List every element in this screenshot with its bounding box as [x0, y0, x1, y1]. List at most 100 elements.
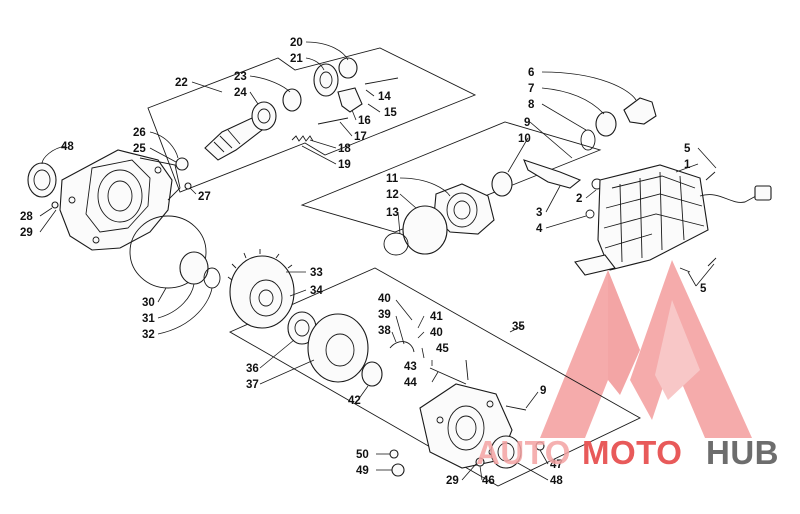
part-housing-26 — [59, 149, 181, 251]
callout-22: 22 — [175, 77, 188, 89]
callout-49: 49 — [356, 465, 369, 477]
part-oring-13 — [383, 232, 409, 256]
callout-8: 8 — [528, 99, 535, 111]
callout-1: 1 — [684, 159, 691, 171]
part-seal-42 — [361, 361, 383, 387]
callout-39: 39 — [378, 309, 391, 321]
callout-45: 45 — [436, 343, 449, 355]
part-washer-50 — [389, 449, 399, 459]
logo-triangle-inner — [655, 300, 700, 400]
part-spring-18 — [291, 135, 314, 142]
callout-26: 26 — [133, 127, 146, 139]
part-bolt-5a — [705, 171, 716, 181]
part-seal-7 — [595, 111, 617, 137]
callout-5-bottom: 5 — [700, 283, 707, 295]
callout-3: 3 — [536, 207, 542, 219]
callout-28: 28 — [20, 211, 33, 223]
callout-17: 17 — [354, 131, 367, 143]
callout-35: 35 — [512, 321, 525, 333]
callout-2: 2 — [576, 193, 582, 205]
callout-43: 43 — [404, 361, 417, 373]
callout-21: 21 — [290, 53, 303, 65]
part-clip-39 — [389, 341, 415, 353]
watermark-text: AUTO MOTO HUB — [476, 434, 779, 471]
callout-48-bottom: 48 — [550, 475, 563, 487]
watermark-word-moto: MOTO — [582, 434, 682, 471]
part-shaft-44 — [429, 367, 467, 385]
part-bearing-24 — [251, 101, 277, 131]
callout-29-bottom: 29 — [446, 475, 459, 487]
callout-10: 10 — [518, 133, 531, 145]
watermark-logo — [540, 260, 752, 438]
callout-46: 46 — [482, 475, 495, 487]
callout-31: 31 — [142, 313, 155, 325]
callout-11: 11 — [386, 173, 399, 185]
leader-lines — [39, 41, 717, 481]
part-fork-16 — [337, 87, 363, 113]
watermark-word-hub: HUB — [706, 434, 779, 471]
callout-14: 14 — [378, 91, 391, 103]
part-bearing-36-inner — [294, 319, 310, 337]
callout-40-bottom: 40 — [430, 327, 443, 339]
callout-19: 19 — [338, 159, 351, 171]
callout-29-left: 29 — [20, 227, 33, 239]
part-gear-21 — [313, 63, 339, 97]
part-ring-23 — [282, 88, 302, 112]
callout-4: 4 — [536, 223, 543, 235]
watermark-word-auto: AUTO — [476, 434, 571, 471]
callout-32: 32 — [142, 329, 155, 341]
callout-50: 50 — [356, 449, 369, 461]
callout-42: 42 — [348, 395, 361, 407]
part-plate-37 — [307, 313, 369, 383]
callout-18: 18 — [338, 143, 351, 155]
callout-6: 6 — [528, 67, 534, 79]
part-actuator-1 — [574, 164, 772, 276]
part-bolt-5c — [707, 257, 717, 267]
part-bolt-45 — [465, 359, 469, 381]
callout-12: 12 — [386, 189, 399, 201]
part-bolt-9b — [505, 405, 527, 411]
part-seal-48-inner — [33, 169, 51, 191]
group-box-35 — [229, 267, 641, 487]
logo-triangle-mid — [608, 270, 640, 395]
part-shaft-14 — [364, 77, 399, 85]
callout-47: 47 — [550, 459, 563, 471]
part-oring-27 — [184, 182, 192, 190]
callout-41: 41 — [430, 311, 443, 323]
callout-5-top: 5 — [684, 143, 691, 155]
group-box-11 — [300, 121, 602, 233]
callout-40-top: 40 — [378, 293, 391, 305]
callout-34: 34 — [310, 285, 323, 297]
part-gasket-12 — [402, 205, 448, 255]
callout-24: 24 — [234, 87, 247, 99]
group-box-22 — [147, 47, 477, 193]
callout-48-top: 48 — [61, 141, 74, 153]
part-bearing-10 — [491, 171, 513, 197]
logo-triangle-left — [540, 270, 608, 438]
part-bearing-25 — [175, 157, 189, 171]
callout-labels: 20 21 22 23 24 14 15 16 17 18 19 26 25 2… — [20, 37, 707, 487]
part-pin-17 — [317, 117, 349, 125]
part-bearing-20 — [338, 57, 358, 79]
callout-30: 30 — [142, 297, 155, 309]
callout-23: 23 — [234, 71, 247, 83]
callout-33: 33 — [310, 267, 323, 279]
part-washer-4 — [585, 209, 595, 219]
part-pinion-gear — [204, 117, 263, 161]
callout-9-bottom: 9 — [540, 385, 546, 397]
callout-27: 27 — [198, 191, 211, 203]
callout-13: 13 — [386, 207, 399, 219]
part-bolt-28 — [51, 201, 59, 209]
callout-36: 36 — [246, 363, 259, 375]
callout-7: 7 — [528, 83, 534, 95]
callout-44: 44 — [404, 377, 417, 389]
part-snapring-8 — [580, 129, 596, 151]
callout-38: 38 — [378, 325, 391, 337]
callout-15: 15 — [384, 107, 397, 119]
part-plug-49 — [391, 463, 405, 477]
part-bolt-5b — [679, 267, 691, 273]
part-seal-48b — [490, 435, 522, 469]
part-ringgear-33 — [227, 249, 295, 329]
